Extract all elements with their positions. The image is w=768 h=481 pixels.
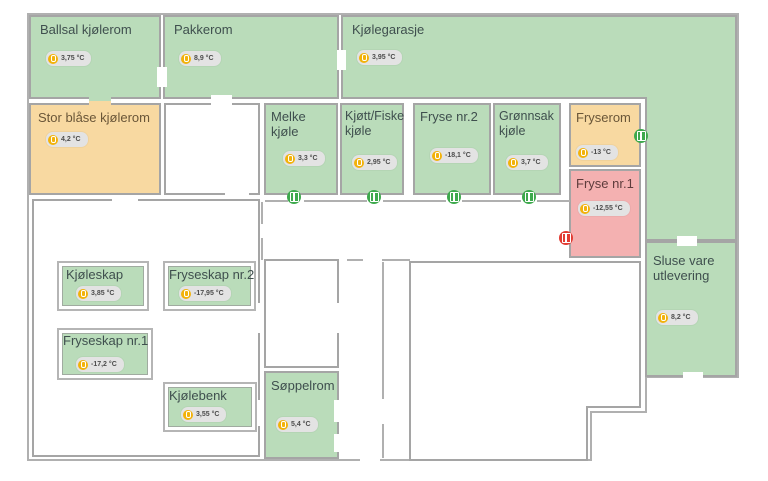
- appliance-label-fryseskap1: Fryseskap nr.1: [63, 333, 149, 348]
- thermometer-icon: [658, 312, 668, 323]
- room-label-fryse2: Fryse nr.2: [420, 109, 478, 124]
- door-openings: [89, 50, 703, 452]
- thermometer-icon: [181, 53, 191, 64]
- thermometer-icon: [508, 157, 518, 168]
- room-label-kjolegarasje: Kjølegarasje: [352, 22, 425, 37]
- room-label-sluse: Sluse vare utlevering: [653, 253, 715, 284]
- room-label-fryse1: Fryse nr.1: [576, 176, 634, 191]
- thermometer-icon: [354, 157, 364, 168]
- room-label-soppelrom: Søppelrom: [271, 378, 335, 393]
- temp-badge-pakkerom[interactable]: 8,9 °C: [179, 51, 221, 66]
- temp-badge-kjolegarasje[interactable]: 3,95 °C: [357, 50, 403, 65]
- temp-badge-fryseskap2[interactable]: -17,95 °C: [179, 286, 231, 301]
- room-label-pakkerom: Pakkerom: [174, 22, 233, 37]
- door-sensor-icon-melke[interactable]: [287, 190, 301, 204]
- room-shape-gronnsak[interactable]: [493, 103, 561, 195]
- temp-badge-fryse2[interactable]: -18,1 °C: [430, 148, 478, 163]
- appliance-label-kjoleskap: Kjøleskap: [66, 267, 124, 282]
- room-shape-big-room[interactable]: [409, 261, 641, 461]
- temp-badge-ballsal[interactable]: 3,75 °C: [46, 51, 92, 66]
- thermometer-icon: [48, 134, 58, 145]
- temp-badge-melke[interactable]: 3,3 °C: [283, 151, 325, 166]
- door-sensor-icon-fryserom[interactable]: [634, 129, 648, 143]
- thermometer-icon: [181, 288, 191, 299]
- temp-badge-kjolebenk[interactable]: 3,55 °C: [181, 407, 227, 422]
- room-label-ballsal: Ballsal kjølerom: [40, 22, 132, 37]
- room-shape-kjolegarasje[interactable]: [341, 15, 737, 241]
- room-shape-melke[interactable]: [264, 103, 338, 195]
- room-shape-middle-room[interactable]: [264, 259, 339, 368]
- temp-badge-gronnsak[interactable]: 3,7 °C: [506, 155, 548, 170]
- room-shape-unlabeled-room[interactable]: [164, 103, 260, 195]
- thermometer-icon: [580, 203, 590, 214]
- temp-badge-fryseskap1[interactable]: -17,2 °C: [76, 357, 124, 372]
- temp-badge-kjoleskap[interactable]: 3,85 °C: [76, 286, 122, 301]
- thermometer-icon: [78, 359, 88, 370]
- door-sensor-icon-fryse2[interactable]: [447, 190, 461, 204]
- room-shape-stor-blase[interactable]: [29, 103, 161, 195]
- thermometer-icon: [278, 419, 288, 430]
- thermometer-icon: [183, 409, 193, 420]
- thermometer-icon: [359, 52, 369, 63]
- temp-badge-soppelrom[interactable]: 5,4 °C: [276, 417, 318, 432]
- temp-badge-sluse[interactable]: 8,2 °C: [656, 310, 698, 325]
- temp-badge-fryserom[interactable]: -13 °C: [576, 145, 618, 160]
- appliance-label-kjolebenk: Kjølebenk: [169, 388, 227, 403]
- door-sensor-icon-kjott-fiske[interactable]: [367, 190, 381, 204]
- thermometer-icon: [48, 53, 58, 64]
- temp-badge-fryse1[interactable]: -12,55 °C: [578, 201, 630, 216]
- door-sensor-icon-fryse1[interactable]: [559, 231, 573, 245]
- door-sensor-icon-gronnsak[interactable]: [522, 190, 536, 204]
- thermometer-icon: [285, 153, 295, 164]
- appliance-label-fryseskap2: Fryseskap nr.2: [169, 267, 255, 282]
- thermometer-icon: [578, 147, 588, 158]
- room-label-gronnsak: Grønnsak kjøle: [499, 109, 554, 138]
- corridor-walls: [261, 200, 570, 458]
- temp-badge-kjott-fiske[interactable]: 2,95 °C: [352, 155, 398, 170]
- room-label-kjott-fiske: Kjøtt/Fiske kjøle: [345, 109, 405, 138]
- room-label-stor-blase: Stor blåse kjølerom: [38, 110, 150, 125]
- thermometer-icon: [432, 150, 442, 161]
- temp-badge-stor-blase[interactable]: 4,2 °C: [46, 132, 88, 147]
- room-label-melke: Melke kjøle: [271, 109, 306, 140]
- thermometer-icon: [78, 288, 88, 299]
- room-label-fryserom: Fryserom: [576, 110, 631, 125]
